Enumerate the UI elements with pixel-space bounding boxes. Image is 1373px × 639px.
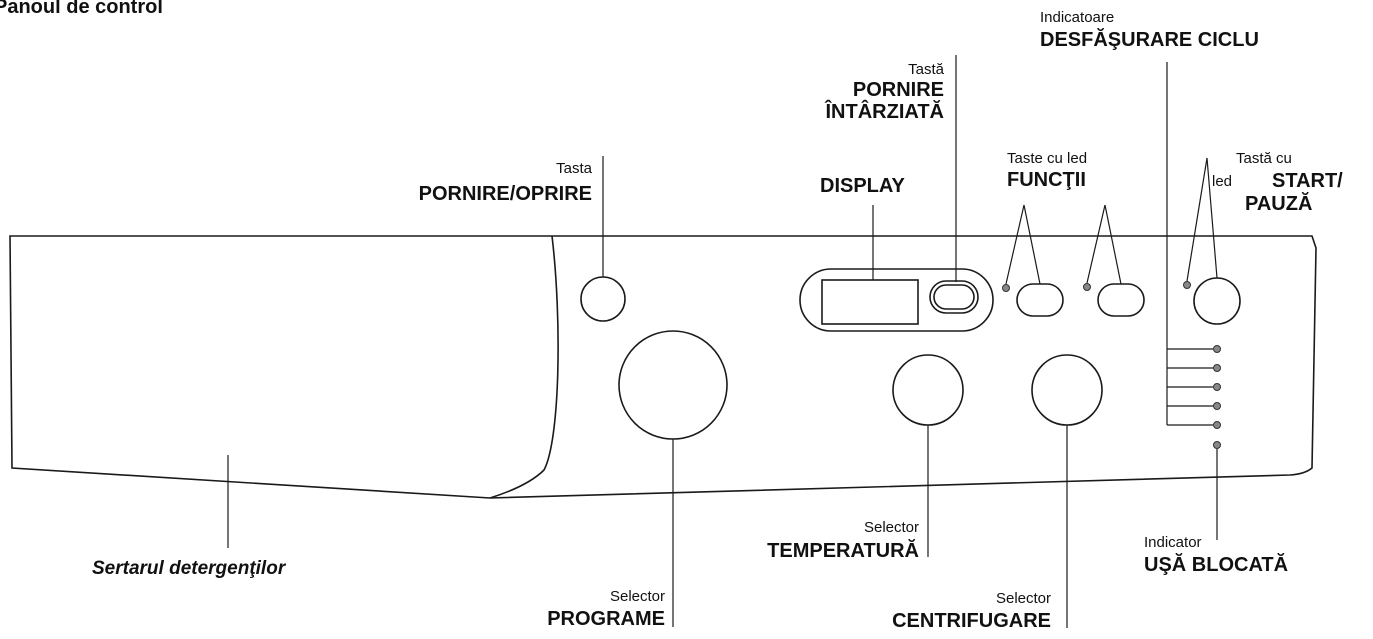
program-selector-knob (618, 330, 728, 440)
display-housing (799, 268, 994, 332)
programs-label-small: Selector (609, 588, 665, 605)
start-pause-button-shape (1193, 277, 1241, 325)
function-button-2 (1097, 283, 1145, 317)
startpause-label-1: START/ (1272, 170, 1343, 192)
doorlock-label: UŞĂ BLOCATĂ (1144, 554, 1289, 576)
drawer-label: Sertarul detergenţilor (92, 558, 286, 579)
diagram-title: Panoul de control (0, 0, 163, 18)
temperature-selector-knob (892, 354, 964, 426)
power-label-small: Tasta (556, 160, 592, 177)
spin-label: CENTRIFUGARE (892, 610, 1051, 632)
display-screen (821, 279, 919, 325)
cycle-label-small: Indicatoare (1040, 9, 1115, 26)
spin-label-small: Selector (995, 590, 1051, 607)
delay-button-shape (929, 280, 979, 314)
power-label: PORNIRE/OPRIRE (418, 183, 592, 205)
drawer-divider (489, 235, 559, 499)
functions-label-small: Taste cu led (1007, 150, 1088, 167)
panel-outline (9, 235, 1317, 499)
functions-label: FUNCŢII (1007, 169, 1086, 191)
startpause-label-small-1: Tastă cu (1236, 150, 1292, 167)
leader-lines (227, 55, 1218, 628)
cycle-label: DESFĂŞURARE CICLU (1040, 29, 1259, 51)
startpause-label-small-2: led (1212, 173, 1233, 190)
delay-button-inner (933, 284, 975, 310)
temperature-label-small: Selector (863, 519, 919, 536)
programs-label: PROGRAME (547, 608, 665, 630)
function-button-1 (1016, 283, 1064, 317)
startpause-label-2: PAUZĂ (1245, 193, 1313, 215)
leds (1002, 281, 1221, 449)
display-label: DISPLAY (820, 175, 905, 197)
delay-label-small: Tastă (908, 61, 944, 78)
spin-selector-knob (1031, 354, 1103, 426)
delay-label-2: ÎNTÂRZIATĂ (825, 101, 945, 123)
delay-label-1: PORNIRE (852, 79, 944, 101)
power-button-shape (580, 276, 626, 322)
temperature-label: TEMPERATURĂ (767, 540, 919, 562)
doorlock-label-small: Indicator (1144, 534, 1202, 551)
